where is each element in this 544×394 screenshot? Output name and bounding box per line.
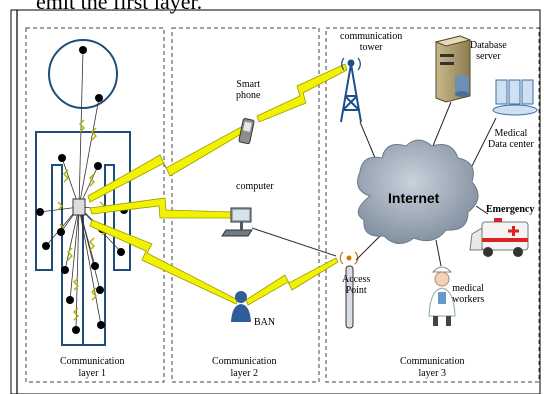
access-point-icon bbox=[339, 251, 359, 329]
emergency-label: Emergency bbox=[486, 204, 535, 215]
communication-tower-icon bbox=[340, 57, 362, 123]
layer-2-label-line1: Communication bbox=[212, 356, 277, 367]
tower-label-line1: communication bbox=[340, 31, 403, 42]
outer-frame bbox=[10, 9, 541, 394]
layer-3-box bbox=[325, 27, 540, 383]
medical-workers-label-line2: workers bbox=[452, 294, 485, 305]
layer-1-label-line1: Communication bbox=[60, 356, 125, 367]
medical-worker-icon bbox=[428, 266, 456, 326]
access-point-label-line2: Point bbox=[345, 285, 367, 296]
layer-3-label-line1: Communication bbox=[400, 356, 465, 367]
layer-2-box bbox=[171, 27, 320, 383]
tower-label: communication tower bbox=[340, 31, 402, 53]
ban-hub-device bbox=[72, 198, 86, 216]
smartphone-label: Smart phone bbox=[236, 79, 260, 101]
smartphone-icon bbox=[238, 118, 255, 145]
smartphone-label-line2: phone bbox=[236, 90, 261, 101]
wireless-links bbox=[87, 63, 348, 306]
smartphone-label-line1: Smart bbox=[236, 79, 261, 90]
ban-user-icon bbox=[231, 291, 251, 322]
medical-dc-label-line2: Data center bbox=[488, 139, 534, 150]
human-body-outline bbox=[35, 39, 131, 346]
layer-2-label: Communication layer 2 bbox=[212, 356, 276, 380]
layer-1-label: Communication layer 1 bbox=[60, 356, 124, 380]
ban-label: BAN bbox=[254, 317, 276, 328]
medical-data-center-icon bbox=[492, 79, 538, 116]
layer-3-label-line2: layer 3 bbox=[418, 368, 446, 379]
ambulance-icon bbox=[469, 218, 529, 257]
tower-label-line2: tower bbox=[359, 42, 383, 53]
database-label-line1: Database bbox=[470, 40, 507, 51]
access-point-label-line1: Access bbox=[342, 274, 371, 285]
medical-workers-label-line1: medical bbox=[452, 283, 484, 294]
computer-label: computer bbox=[236, 181, 274, 192]
medical-dc-label: Medical Data center bbox=[488, 128, 534, 150]
access-point-label: Access Point bbox=[342, 274, 370, 296]
layer-3-label: Communication layer 3 bbox=[400, 356, 464, 380]
database-label: Database server bbox=[470, 40, 507, 62]
database-server-icon bbox=[434, 35, 472, 103]
internet-label: Internet bbox=[388, 190, 440, 206]
medical-workers-label: medical workers bbox=[452, 283, 484, 305]
internet-cloud bbox=[357, 139, 479, 244]
layer-1-label-line2: layer 1 bbox=[78, 368, 106, 379]
computer-icon bbox=[221, 207, 253, 237]
medical-dc-label-line1: Medical bbox=[494, 128, 528, 139]
database-label-line2: server bbox=[476, 51, 501, 62]
layer-2-label-line2: layer 2 bbox=[230, 368, 258, 379]
